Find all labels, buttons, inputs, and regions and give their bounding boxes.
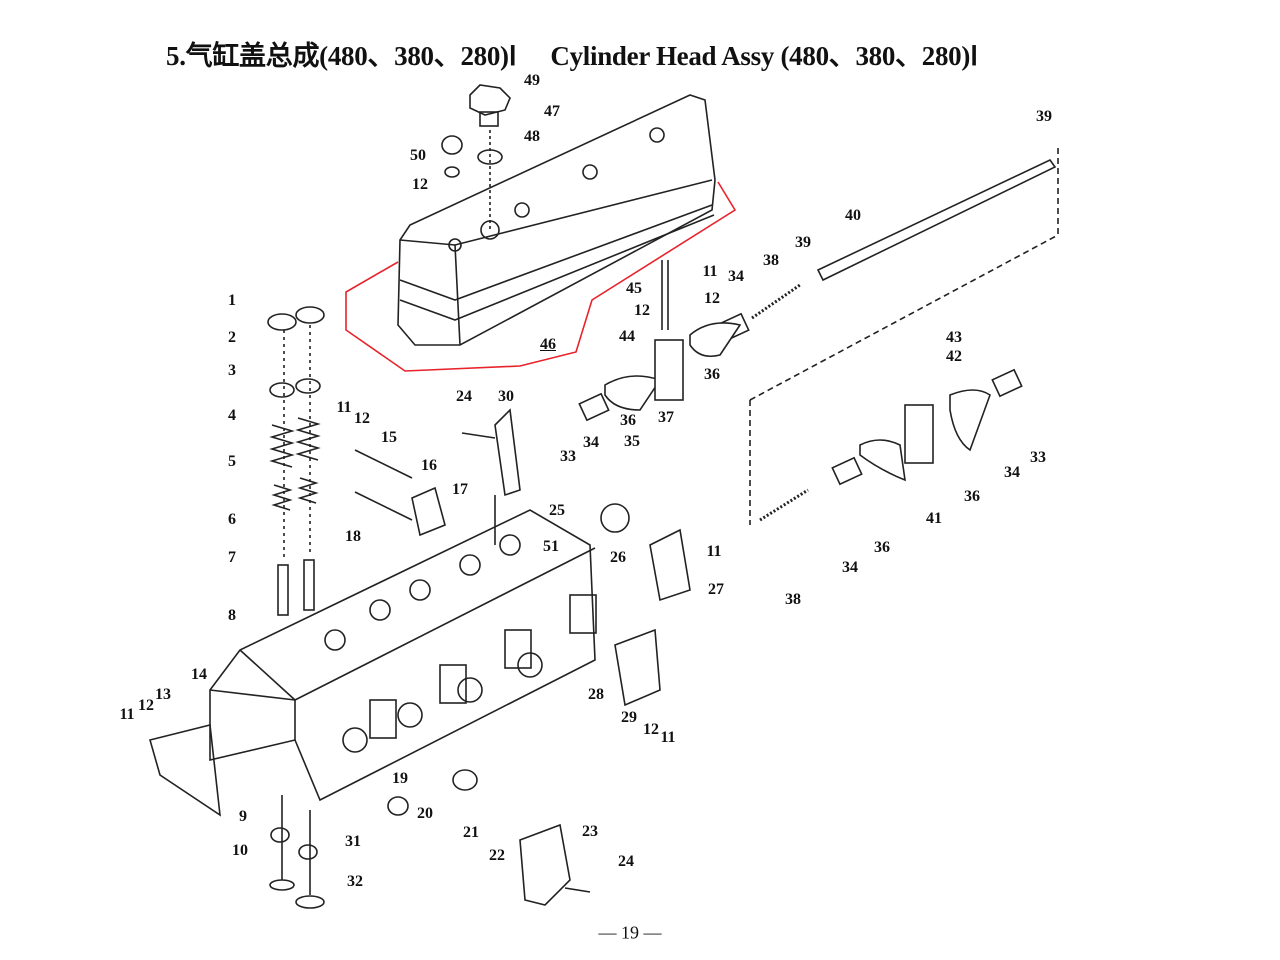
callout-36: 36	[620, 412, 636, 429]
callout-12: 12	[412, 176, 428, 193]
callout-9: 9	[239, 808, 247, 825]
callout-21: 21	[463, 824, 479, 841]
callout-36: 36	[964, 488, 980, 505]
title-chinese: 5.气缸盖总成(480、380、280)Ⅰ	[166, 41, 517, 71]
valves	[269, 795, 325, 909]
callout-10: 10	[232, 842, 248, 859]
callout-12: 12	[354, 410, 370, 427]
callout-50: 50	[410, 147, 426, 164]
exhaust-gasket	[411, 486, 446, 537]
callout-43: 43	[946, 329, 962, 346]
page-title: 5.气缸盖总成(480、380、280)Ⅰ Cylinder Head Assy …	[166, 34, 978, 73]
water-outlet-gasket	[614, 628, 661, 707]
callout-25: 25	[549, 502, 565, 519]
callout-36: 36	[704, 366, 720, 383]
callout-24: 24	[456, 388, 472, 405]
oil-filler-cap	[441, 84, 511, 230]
callout-15: 15	[381, 429, 397, 446]
callout-8: 8	[228, 607, 236, 624]
callout-16: 16	[421, 457, 437, 474]
callout-7: 7	[228, 549, 236, 566]
studs	[354, 432, 591, 893]
rocker-shaft	[578, 148, 1059, 525]
callout-23: 23	[582, 823, 598, 840]
callout-20: 20	[417, 805, 433, 822]
callout-5: 5	[228, 453, 236, 470]
callout-39: 39	[1036, 108, 1052, 125]
callout-49: 49	[524, 72, 540, 89]
callout-11: 11	[119, 706, 135, 723]
thermostat-gasket	[649, 528, 691, 602]
callout-32: 32	[347, 873, 363, 890]
callout-27: 27	[708, 581, 724, 598]
callout-12: 12	[643, 721, 659, 738]
lifting-eye-rear	[519, 823, 571, 906]
callout-26: 26	[610, 549, 626, 566]
page-number: — 19 —	[598, 922, 662, 943]
callout-34: 34	[1004, 464, 1020, 481]
callout-38: 38	[763, 252, 779, 269]
callout-46: 46	[540, 336, 556, 353]
callout-1: 1	[228, 292, 236, 309]
title-english: Cylinder Head Assy (480、380、280)Ⅰ	[550, 41, 978, 71]
callout-45: 45	[626, 280, 642, 297]
callout-39: 39	[795, 234, 811, 251]
callout-11: 11	[706, 543, 722, 560]
callout-28: 28	[588, 686, 604, 703]
callout-14: 14	[191, 666, 207, 683]
callout-12: 12	[704, 290, 720, 307]
callout-48: 48	[524, 128, 540, 145]
callout-19: 19	[392, 770, 408, 787]
callout-2: 2	[228, 329, 236, 346]
callout-47: 47	[544, 103, 560, 120]
callout-51: 51	[543, 538, 559, 555]
manifold-gasket	[149, 724, 221, 817]
callout-30: 30	[498, 388, 514, 405]
callout-38: 38	[785, 591, 801, 608]
callout-18: 18	[345, 528, 361, 545]
lifting-eye-front	[494, 408, 521, 497]
callout-40: 40	[845, 207, 861, 224]
callout-22: 22	[489, 847, 505, 864]
valve-cover	[397, 94, 716, 346]
callout-11: 11	[660, 729, 676, 746]
callout-12: 12	[138, 697, 154, 714]
cylinder-head	[209, 509, 597, 802]
callout-42: 42	[946, 348, 962, 365]
callout-11: 11	[702, 263, 718, 280]
plug	[600, 503, 630, 533]
highlight-outline	[345, 181, 737, 372]
callout-34: 34	[728, 268, 744, 285]
callout-33: 33	[560, 448, 576, 465]
callout-4: 4	[228, 407, 236, 424]
callout-17: 17	[452, 481, 468, 498]
callout-44: 44	[619, 328, 635, 345]
callout-11: 11	[336, 399, 352, 416]
callout-34: 34	[583, 434, 599, 451]
callout-12: 12	[634, 302, 650, 319]
callout-34: 34	[842, 559, 858, 576]
callout-3: 3	[228, 362, 236, 379]
callout-31: 31	[345, 833, 361, 850]
valve-springs	[267, 306, 325, 616]
callout-36: 36	[874, 539, 890, 556]
callout-41: 41	[926, 510, 942, 527]
callout-29: 29	[621, 709, 637, 726]
callout-6: 6	[228, 511, 236, 528]
callout-37: 37	[658, 409, 674, 426]
callout-33: 33	[1030, 449, 1046, 466]
callout-35: 35	[624, 433, 640, 450]
callout-24: 24	[618, 853, 634, 870]
callout-13: 13	[155, 686, 171, 703]
